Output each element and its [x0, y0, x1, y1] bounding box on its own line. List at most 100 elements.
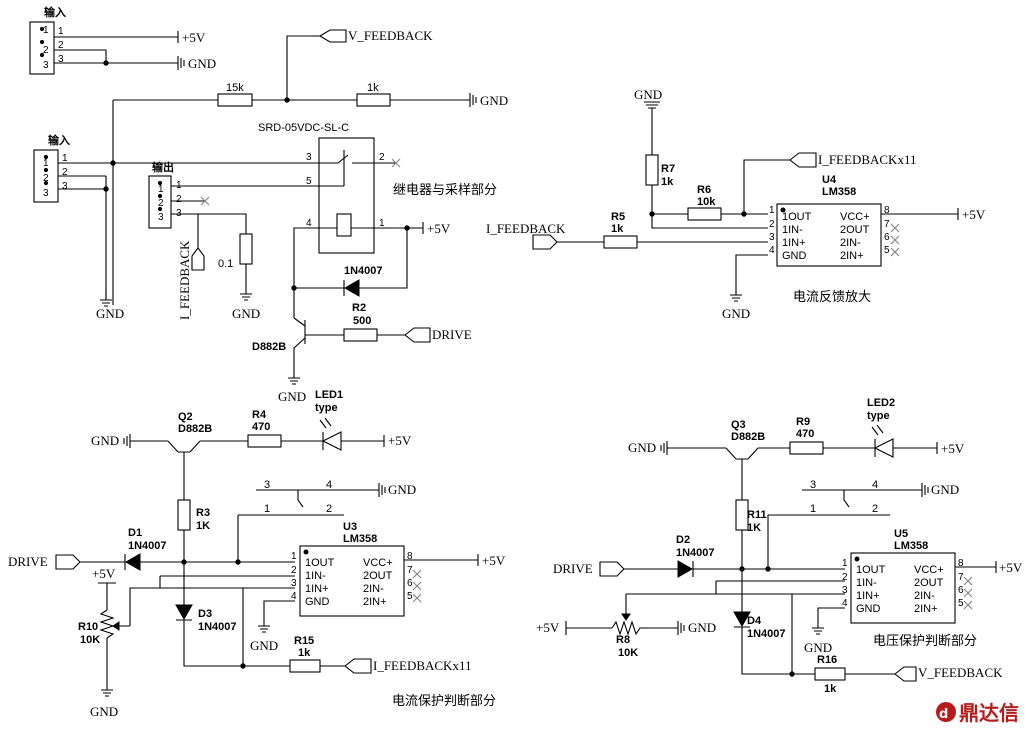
transistor-q2: Q2 D882B [167, 411, 248, 500]
svg-text:2IN+: 2IN+ [914, 603, 938, 615]
gnd-u4: GND [722, 294, 750, 321]
svg-text:DRIVE: DRIVE [8, 554, 48, 569]
svg-text:3: 3 [62, 181, 68, 192]
svg-text:GND: GND [782, 250, 807, 262]
switch-u5: 3 4 1 2 [767, 479, 922, 568]
gnd-q2: GND [91, 433, 168, 448]
svg-text:D3: D3 [198, 608, 212, 620]
svg-text:0.1: 0.1 [218, 258, 233, 270]
svg-text:R16: R16 [817, 654, 837, 666]
svg-text:5: 5 [306, 176, 312, 187]
diode-1n4007-relay: 1N4007 [343, 265, 383, 297]
svg-text:4: 4 [842, 598, 848, 609]
svg-text:8: 8 [407, 551, 413, 562]
svg-text:1: 1 [43, 25, 49, 36]
connector-label: 输入 [44, 5, 66, 19]
v-feedback-flag-u5: V_FEEDBACK [894, 665, 1003, 682]
svg-text:10k: 10k [697, 196, 716, 208]
svg-text:I_FEEDBACK: I_FEEDBACK [177, 240, 192, 320]
section-current-protect: 电流保护判断部分 [392, 694, 496, 709]
led2: LED2 type [867, 397, 895, 458]
svg-text:4: 4 [872, 479, 878, 491]
i-feedback-x11-flag-u3: I_FEEDBACKx11 [344, 658, 471, 674]
svg-text:GND: GND [96, 306, 124, 321]
svg-text:GND: GND [628, 440, 656, 455]
svg-text:LED1: LED1 [315, 389, 343, 401]
led1: LED1 type [315, 389, 343, 451]
svg-text:3: 3 [264, 479, 270, 491]
supply-5v-top: +5V [177, 30, 206, 45]
svg-text:1: 1 [842, 558, 848, 569]
svg-text:GND: GND [634, 87, 662, 102]
resistor-r11: R11 1K [735, 499, 767, 612]
svg-text:LM358: LM358 [343, 533, 377, 545]
resistor-r9: R9 470 [789, 416, 937, 455]
svg-text:3: 3 [158, 212, 164, 223]
resistor-r4: R4 470 [247, 409, 384, 448]
svg-text:+5V: +5V [999, 560, 1023, 575]
svg-text:4: 4 [769, 245, 775, 256]
svg-text:R15: R15 [294, 635, 314, 647]
svg-text:2: 2 [291, 565, 297, 576]
svg-text:1OUT: 1OUT [305, 557, 335, 569]
gnd-top: GND [177, 56, 216, 71]
svg-text:VCC+: VCC+ [840, 211, 870, 223]
svg-text:6: 6 [958, 585, 964, 596]
svg-text:U3: U3 [343, 521, 357, 533]
svg-text:3: 3 [769, 232, 775, 243]
svg-text:+5V: +5V [962, 207, 986, 222]
resistor-r3: R3 1K [177, 499, 210, 605]
svg-text:GND: GND [91, 433, 119, 448]
gnd-switch-u5: GND [921, 482, 959, 497]
supply-5v-u3: +5V [477, 553, 506, 568]
gnd-u4-top: GND [634, 87, 662, 155]
svg-text:1: 1 [769, 205, 775, 216]
svg-text:2: 2 [176, 194, 182, 205]
svg-text:Q2: Q2 [178, 411, 193, 423]
resistor-15k: 15k [217, 82, 253, 107]
i-feedback-flag-u4: I_FEEDBACK [486, 221, 768, 250]
svg-text:2: 2 [43, 173, 49, 184]
svg-text:5: 5 [958, 598, 964, 609]
svg-text:1N4007: 1N4007 [128, 540, 167, 552]
svg-text:2OUT: 2OUT [914, 577, 944, 589]
diode-d3: D3 1N4007 [175, 604, 290, 667]
gnd-r10: GND [90, 689, 118, 719]
gnd-r8: GND [677, 620, 716, 635]
svg-text:D4: D4 [747, 615, 762, 627]
resistor-r16: R16 1k [814, 654, 895, 695]
svg-text:GND: GND [856, 603, 881, 615]
svg-text:GND: GND [931, 482, 959, 497]
svg-text:8: 8 [884, 205, 890, 216]
svg-text:2: 2 [769, 219, 775, 230]
svg-text:R10: R10 [78, 621, 98, 633]
svg-text:Q3: Q3 [731, 419, 746, 431]
svg-text:2IN-: 2IN- [840, 237, 861, 249]
diode-d2: D2 1N4007 [676, 534, 845, 578]
svg-text:1k: 1k [824, 683, 837, 695]
drive-flag-top: DRIVE [404, 327, 472, 343]
resistor-r15: R15 1k [289, 635, 345, 673]
supply-5v-r8: +5V [536, 620, 612, 635]
svg-text:D1: D1 [128, 527, 142, 539]
svg-text:1IN-: 1IN- [856, 577, 877, 589]
svg-text:1IN-: 1IN- [305, 570, 326, 582]
svg-text:1: 1 [810, 503, 816, 515]
supply-5v-relay: +5V [422, 221, 451, 236]
svg-text:+5V: +5V [536, 620, 560, 635]
svg-text:GND: GND [278, 389, 306, 404]
svg-text:15k: 15k [226, 82, 244, 94]
svg-text:5: 5 [884, 245, 890, 256]
gnd-right-top: GND [469, 93, 508, 108]
svg-text:LED2: LED2 [867, 397, 895, 409]
svg-text:U5: U5 [894, 528, 908, 540]
svg-text:8: 8 [958, 558, 964, 569]
svg-text:VCC+: VCC+ [914, 564, 944, 576]
svg-text:+5V: +5V [482, 553, 506, 568]
svg-text:1IN+: 1IN+ [782, 237, 806, 249]
svg-text:GND: GND [388, 482, 416, 497]
svg-text:输出: 输出 [152, 160, 174, 174]
svg-text:R6: R6 [697, 184, 711, 196]
supply-5v-u5: +5V [995, 560, 1023, 575]
gnd-u5: GND [804, 627, 832, 655]
